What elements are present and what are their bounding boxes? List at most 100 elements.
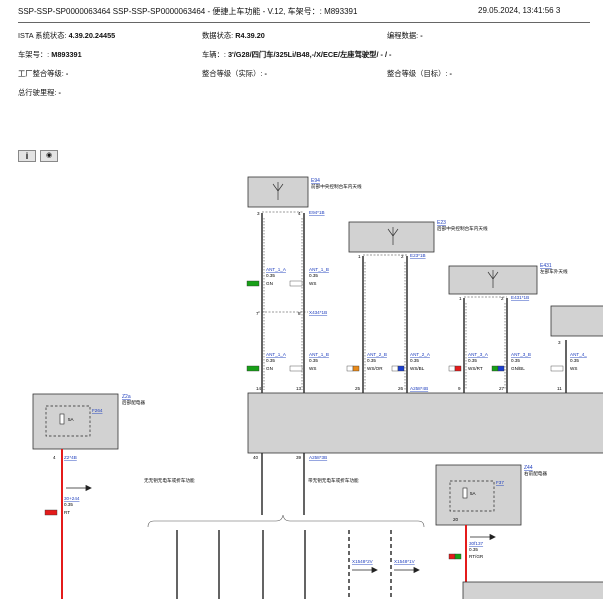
wire-color-swatch <box>246 365 260 372</box>
wire-color-swatch <box>44 509 58 516</box>
fuse-link[interactable]: F37 <box>496 480 504 485</box>
wire-size: 0.35 <box>309 358 318 363</box>
distribution-box-right-desc: 右前配电器 <box>524 470 547 477</box>
wire-color-swatch <box>289 365 303 372</box>
wire-color: WS/RT <box>468 366 483 371</box>
wire-color: WS/OR <box>367 366 383 371</box>
vin: 车架号：: M893391 <box>18 50 82 60</box>
wire-name[interactable]: ANT_2_B <box>367 352 387 357</box>
wire-number[interactable]: 30+244 <box>64 496 80 501</box>
antenna-e94-code[interactable]: E94 <box>311 178 320 184</box>
arrow-group <box>470 533 496 541</box>
vin-value: M893391 <box>51 50 82 59</box>
wire-color: GN <box>266 281 273 286</box>
document-datetime: 29.05.2024, 13:41:56 3 <box>478 6 561 15</box>
data-status-value: R4.39.20 <box>235 31 265 40</box>
wire-size: 0.35 <box>570 358 579 363</box>
plug-e431-link[interactable]: E431*1B <box>511 295 529 300</box>
info-button[interactable]: i <box>18 150 36 162</box>
wire-name[interactable]: ANT_1_B <box>309 267 329 272</box>
wire-group <box>261 213 567 393</box>
wire-name[interactable]: ANT_2_A <box>410 352 431 357</box>
wire-color: RT/GR <box>469 554 484 559</box>
wire-size: 0.35 <box>468 358 477 363</box>
antenna-e23-box <box>348 221 435 253</box>
connector-a258-4b-link[interactable]: A258*4B <box>410 386 428 391</box>
antenna-icon <box>487 270 499 288</box>
info-icon: i <box>25 151 29 161</box>
pin-label: 27 <box>499 386 505 391</box>
wire-size: 0.35 <box>511 358 520 363</box>
data-status-label: 数据状态: <box>202 31 234 40</box>
wire-color-swatch <box>497 365 505 372</box>
view-button[interactable]: ◉ <box>40 150 58 162</box>
wire-color: GN <box>266 366 273 371</box>
note-without-comfort: 无无钥无电车或折车功能 <box>144 477 195 484</box>
antenna-e23-desc: 后部中央控制台车内天线 <box>437 225 488 232</box>
fuse-icon <box>59 413 65 425</box>
vehicle: 车辆：: 3'/G28/四门车/325Li/B48,-/X/ECE/左座驾驶型/… <box>202 50 391 60</box>
ista-status-label: ISTA 系统状态: <box>18 31 67 40</box>
pin-label: 2 <box>501 296 504 301</box>
pin-label: 4 <box>53 455 56 460</box>
wire-color: WS <box>309 281 316 286</box>
programming-data-value: - <box>420 31 423 40</box>
distribution-box-right <box>435 464 522 526</box>
wire-name[interactable]: ANT_4_ <box>570 352 587 357</box>
antenna-e431-code[interactable]: E431 <box>540 263 552 269</box>
actual-integration-value: - <box>264 69 267 78</box>
data-status: 数据状态: R4.39.20 <box>202 31 265 41</box>
wire-group <box>176 530 392 599</box>
plug-e23-link[interactable]: E23*1B <box>410 253 426 258</box>
lower-module-box <box>462 581 603 599</box>
wire-size: 0.35 <box>266 273 275 278</box>
wire-color: WS <box>570 366 577 371</box>
variant-brace <box>147 514 425 528</box>
antenna-e23-code[interactable]: E23 <box>437 220 446 226</box>
arrow-group <box>352 566 420 574</box>
distribution-box-left-code[interactable]: Z2a <box>122 394 131 400</box>
twist-marks <box>263 218 506 390</box>
target-integration: 整合等级（目标）: - <box>387 69 452 79</box>
connector-x434-link[interactable]: X434*1B <box>309 310 327 315</box>
connector-x1548-2v-link[interactable]: X1548*2V <box>352 559 374 564</box>
wire-name[interactable]: ANT_3_A <box>468 352 489 357</box>
connector-z2-link[interactable]: Z2*4B <box>64 455 77 460</box>
connector-a258-3b-link[interactable]: A258*3B <box>309 455 327 460</box>
pin-label: 2 <box>401 254 404 259</box>
plug-e94-link[interactable]: E94*1B <box>309 210 325 215</box>
pin-label: 8 <box>298 311 301 316</box>
pin-label: 11 <box>557 386 562 391</box>
wire-size: 0.35 <box>469 547 478 552</box>
distribution-box-right-code[interactable]: Z44 <box>524 465 533 471</box>
factory-integration-value: - <box>65 69 69 78</box>
header-separator <box>18 22 590 23</box>
wire-color: RT <box>64 510 70 515</box>
fuse-frame <box>45 405 91 437</box>
wire-number[interactable]: 30f137 <box>469 541 483 546</box>
wire-name[interactable]: ANT_1_A <box>266 352 287 357</box>
target-integration-value: - <box>449 69 452 78</box>
fuse-link[interactable]: F264 <box>92 408 103 413</box>
wire-size: 0.35 <box>64 502 73 507</box>
wire-color-swatch <box>448 365 456 372</box>
eye-icon: ◉ <box>45 152 53 159</box>
wire-name[interactable]: ANT_1_A <box>266 267 287 272</box>
target-integration-label: 整合等级（目标）: <box>387 69 448 78</box>
wire-name[interactable]: ANT_1_B <box>309 352 329 357</box>
connector-x1548-1v-link[interactable]: X1548*1V <box>394 559 416 564</box>
pin-label: 25 <box>355 386 361 391</box>
note-with-comfort: 带无钥无电车或折车功能 <box>308 477 359 484</box>
mileage-label: 总行驶里程: <box>18 88 57 97</box>
wire-size: 0.35 <box>309 273 318 278</box>
distribution-box-left <box>32 393 119 450</box>
antenna-icon <box>387 227 399 245</box>
pin-label: 26 <box>398 386 404 391</box>
pin-label: 3 <box>257 211 260 216</box>
wire-color: WS <box>309 366 316 371</box>
wire-size: 0.35 <box>410 358 419 363</box>
wire-name[interactable]: ANT_3_B <box>511 352 531 357</box>
vehicle-value: 3'/G28/四门车/325Li/B48,-/X/ECE/左座驾驶型/ - / … <box>227 50 392 59</box>
antenna-icon <box>272 182 284 200</box>
